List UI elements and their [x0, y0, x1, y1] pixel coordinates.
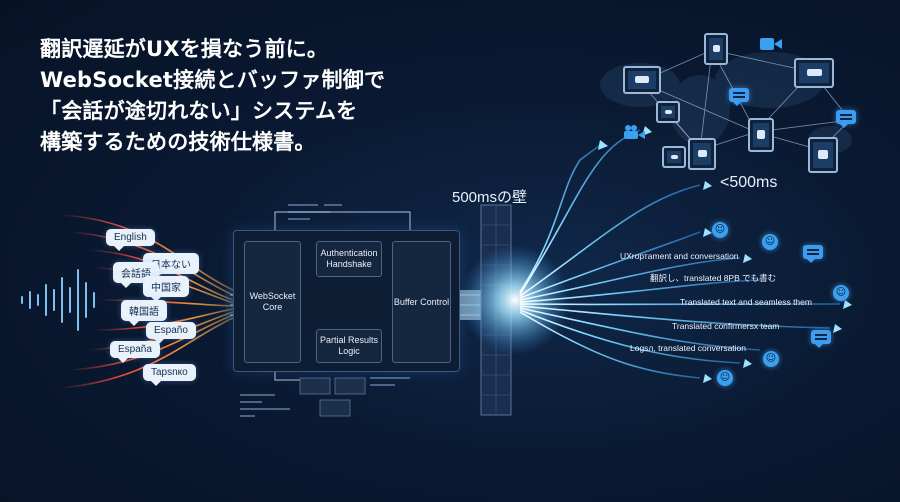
video-camera-icon: [624, 125, 645, 139]
chat-bubble-icon: [811, 330, 831, 348]
output-label: Logsл, translated conversation: [630, 343, 746, 353]
headline-line-3: 「会話が途切れない」システムを: [40, 99, 358, 123]
language-tag: English: [106, 229, 155, 251]
headline-line-1: 翻訳遅延がUXを損なう前に。: [40, 37, 329, 61]
phone-icon: [662, 146, 686, 168]
output-label: UXrортament and conversation: [620, 251, 739, 261]
wall-label: 500msの壁: [452, 189, 528, 206]
output-label: Translated text and seamless them: [680, 297, 812, 307]
headline-line-2: WebSocket接続とバッファ制御で: [40, 68, 386, 92]
chat-bubble-icon: [836, 110, 856, 128]
video-camera-icon: [760, 38, 782, 50]
tablet-icon: [704, 33, 728, 65]
buffer-control-box: Buffer Control: [392, 241, 451, 363]
breakthrough-glow: [460, 245, 570, 355]
language-tag: Españo: [146, 322, 196, 344]
chat-bubble-icon: [729, 88, 749, 106]
smile-icon: ☺: [762, 234, 778, 250]
language-tag: Tapsnко: [143, 364, 196, 386]
tablet-icon: [808, 137, 838, 173]
audio-waveform: [21, 269, 95, 331]
latency-label: <500ms: [720, 174, 778, 191]
phone-icon: [656, 101, 680, 123]
chat-bubble-icon: [803, 245, 823, 263]
hardware-blocks: [299, 377, 366, 417]
partial-results-box: Partial Results Logic: [316, 329, 382, 363]
smile-icon: ☺: [833, 285, 849, 301]
output-label: 翻訳し、translated 8PB でも書む: [650, 273, 777, 283]
smile-icon: ☺: [763, 351, 779, 367]
tablet-icon: [748, 118, 774, 152]
laptop-icon: [794, 58, 834, 88]
language-tag: 韓国語: [121, 300, 167, 326]
output-streams: [519, 129, 841, 379]
processing-panel: WebSocket Core Authentication Handshake …: [233, 230, 460, 372]
language-tag: España: [110, 341, 160, 363]
authentication-box: Authentication Handshake: [316, 241, 382, 277]
phone-icon: [688, 138, 716, 170]
output-label: Translated confirmersx team: [672, 321, 780, 331]
language-tag: 中国家: [143, 276, 189, 302]
headline-line-4: 構築するための技術仕様書。: [40, 130, 316, 154]
websocket-core-box: WebSocket Core: [244, 241, 301, 363]
headline: 翻訳遅延がUXを損なう前に。 WebSocket接続とバッファ制御で 「会話が途…: [40, 34, 430, 158]
smile-icon: ☺: [717, 370, 733, 386]
code-lines: [240, 204, 410, 417]
smile-icon: ☺: [712, 222, 728, 238]
laptop-icon: [623, 66, 661, 94]
